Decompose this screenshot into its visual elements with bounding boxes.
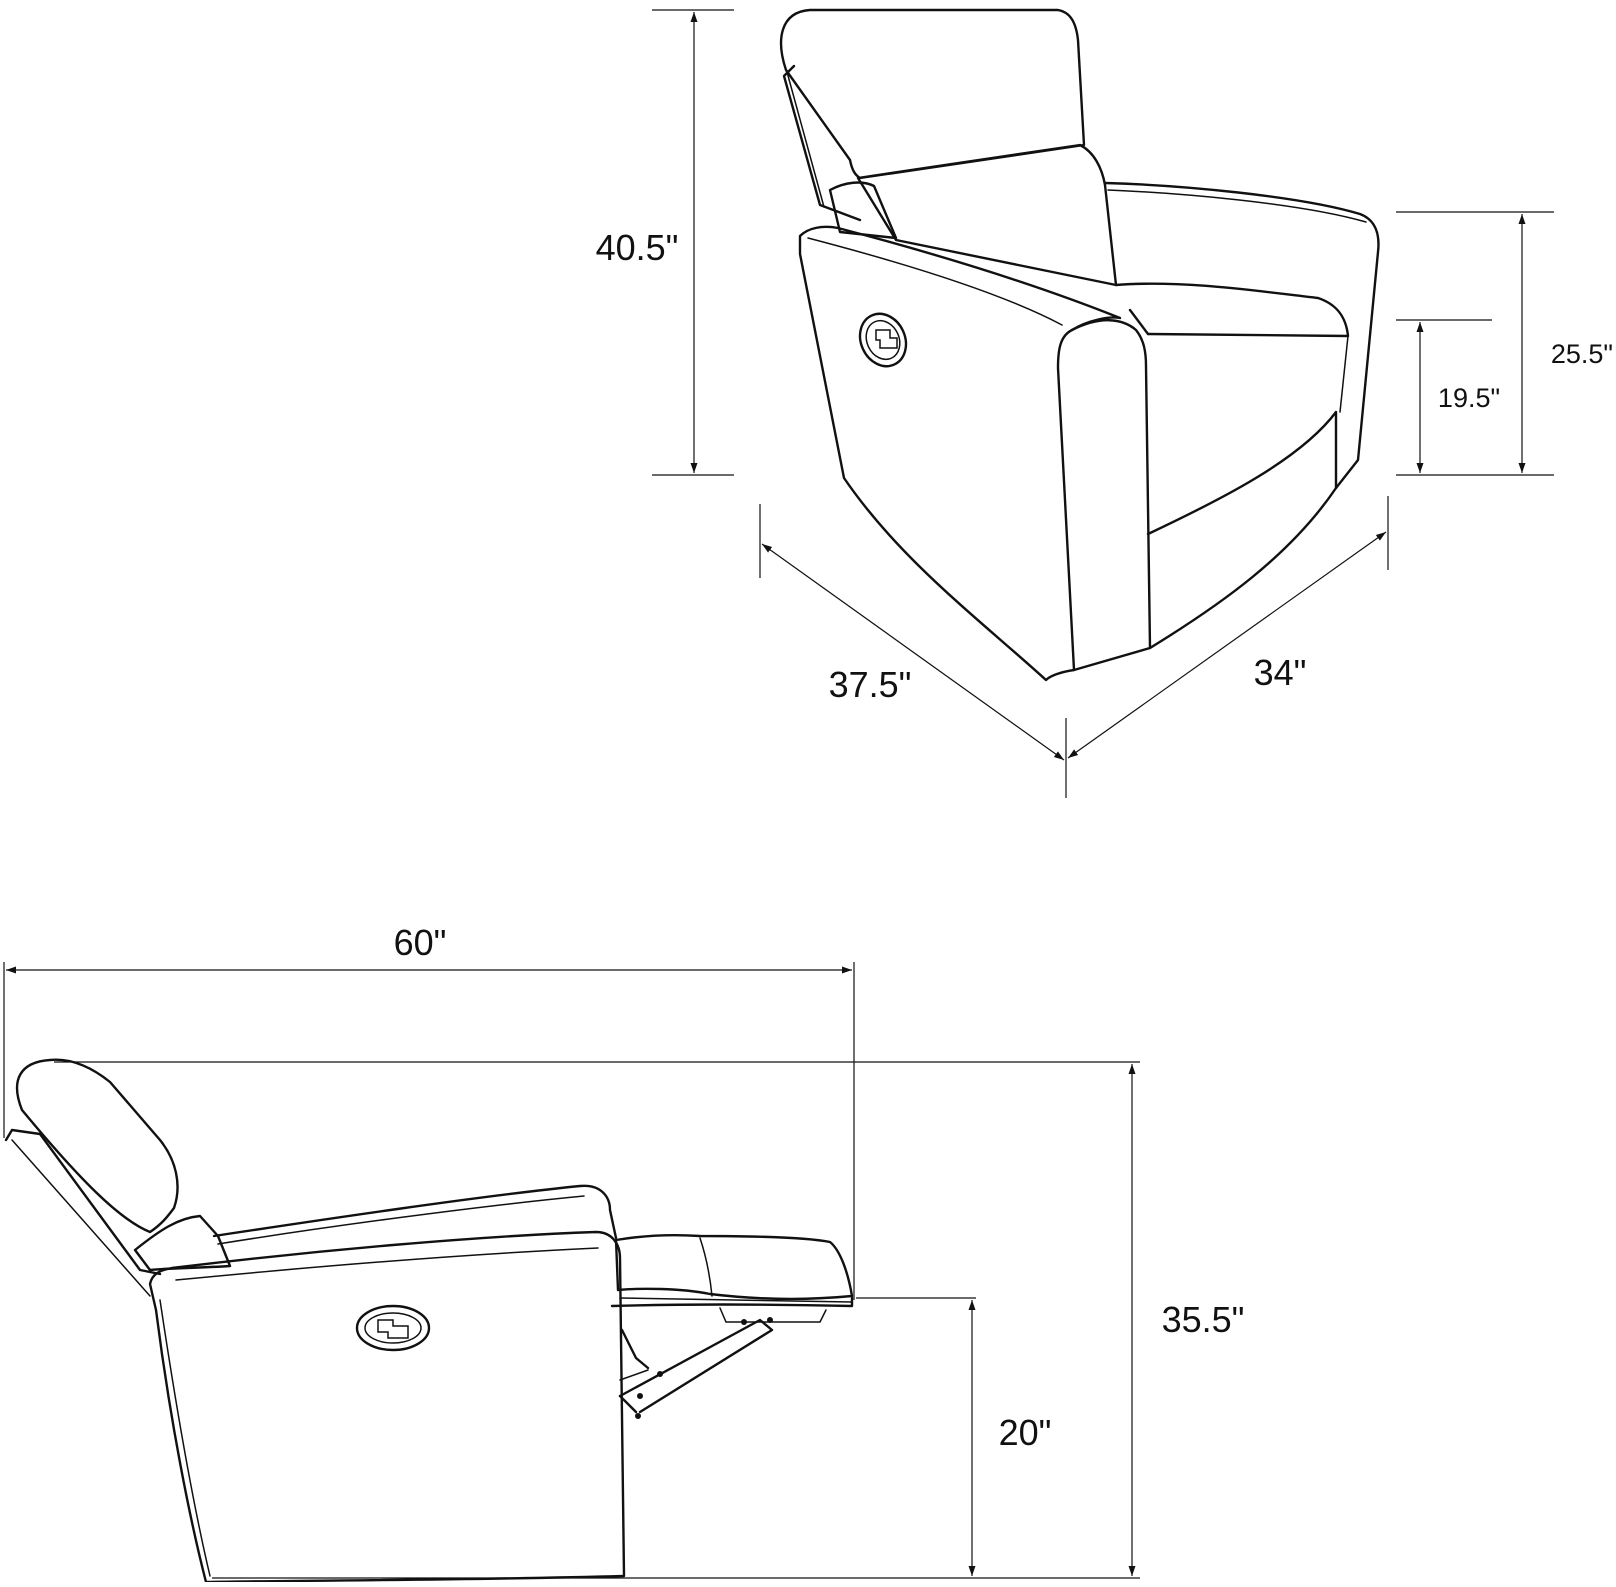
arm-height-label: 25.5" (1551, 339, 1613, 369)
upright-depth-dimension: 37.5" (759, 504, 1067, 798)
footrest-height-dimension: 20" (856, 1297, 1052, 1576)
arm-height-dimension: 25.5" (1396, 211, 1613, 476)
upright-depth-label: 37.5" (829, 664, 912, 705)
reclined-length-label: 60" (394, 922, 447, 963)
upright-height-label: 40.5" (596, 227, 679, 268)
reclined-height-label: 35.5" (1162, 1299, 1245, 1340)
upright-chair-drawing (779, 8, 1380, 682)
upright-width-dimension: 34" (1067, 496, 1389, 759)
upright-width-label: 34" (1254, 652, 1307, 693)
reclined-height-dimension: 35.5" (54, 1061, 1245, 1579)
reclined-chair-drawing (4, 1058, 854, 1584)
footrest-height-label: 20" (999, 1412, 1052, 1453)
seat-height-dimension: 19.5" (1396, 319, 1500, 473)
seat-height-label: 19.5" (1438, 383, 1500, 413)
recliner-handle-icon (858, 312, 908, 368)
upright-height-dimension: 40.5" (596, 9, 734, 476)
reclined-length-dimension: 60" (3, 922, 855, 1300)
recliner-handle-icon (355, 1304, 431, 1352)
